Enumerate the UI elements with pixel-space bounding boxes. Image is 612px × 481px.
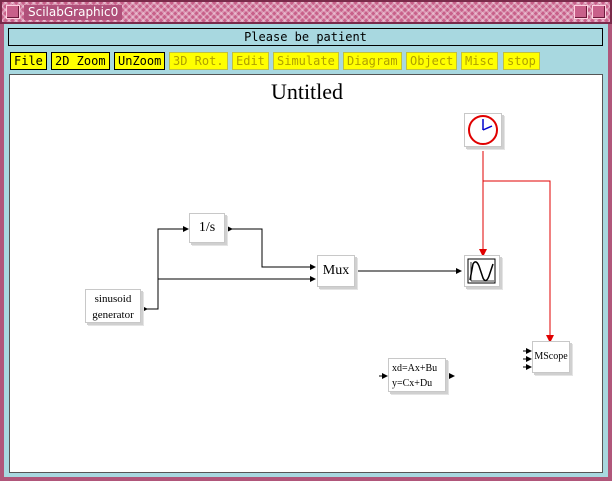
- menu-3d-rot[interactable]: 3D Rot.: [169, 52, 228, 70]
- event-link-clock-to-mscope[interactable]: [483, 180, 554, 343]
- integrator-block[interactable]: 1/s: [189, 213, 225, 243]
- menu-misc[interactable]: Misc: [461, 52, 498, 70]
- link-integrator-to-mux[interactable]: [231, 228, 316, 270]
- clock-icon: [468, 115, 498, 145]
- sinusoid-label-line2: generator: [92, 309, 134, 321]
- menu-stop[interactable]: stop: [503, 52, 540, 70]
- diagram-canvas[interactable]: Untitled 1/s: [9, 74, 603, 473]
- menu-file[interactable]: File: [10, 52, 47, 70]
- menu-diagram[interactable]: Diagram: [343, 52, 402, 70]
- menu-unzoom[interactable]: UnZoom: [114, 52, 166, 70]
- window-title: ScilabGraphic0: [24, 5, 123, 20]
- mux-label: Mux: [322, 263, 350, 278]
- window-menu-button[interactable]: [6, 5, 20, 19]
- menu-object[interactable]: Object: [406, 52, 458, 70]
- status-message: Please be patient: [8, 28, 603, 46]
- scope-icon: [467, 258, 496, 284]
- mscope-label: MScope: [534, 351, 568, 362]
- clock-block[interactable]: [464, 113, 502, 147]
- maximize-button[interactable]: [592, 5, 606, 19]
- menu-2d-zoom[interactable]: 2D Zoom: [51, 52, 110, 70]
- link-sin-to-integrator[interactable]: [143, 226, 189, 310]
- state-space-block[interactable]: xd=Ax+Bu y=Cx+Du: [388, 358, 446, 392]
- mscope-block[interactable]: MScope: [532, 341, 570, 373]
- menu-simulate[interactable]: Simulate: [273, 52, 339, 70]
- statespace-label-line1: xd=Ax+Bu: [392, 363, 438, 374]
- sinusoid-label-line1: sinusoid: [94, 293, 132, 305]
- menu-edit[interactable]: Edit: [232, 52, 269, 70]
- sinusoid-generator-block[interactable]: sinusoid generator: [85, 289, 141, 323]
- minimize-button[interactable]: [574, 5, 588, 19]
- diagram-title: Untitled: [270, 79, 344, 104]
- scope-block[interactable]: [464, 255, 500, 287]
- statespace-label-line2: y=Cx+Du: [392, 378, 433, 389]
- mux-block[interactable]: Mux: [317, 255, 355, 287]
- menu-bar: File 2D Zoom UnZoom 3D Rot. Edit Simulat…: [8, 50, 603, 72]
- window-titlebar[interactable]: ScilabGraphic0: [0, 0, 612, 24]
- integrator-label: 1/s: [198, 220, 216, 235]
- links-layer: [140, 151, 554, 379]
